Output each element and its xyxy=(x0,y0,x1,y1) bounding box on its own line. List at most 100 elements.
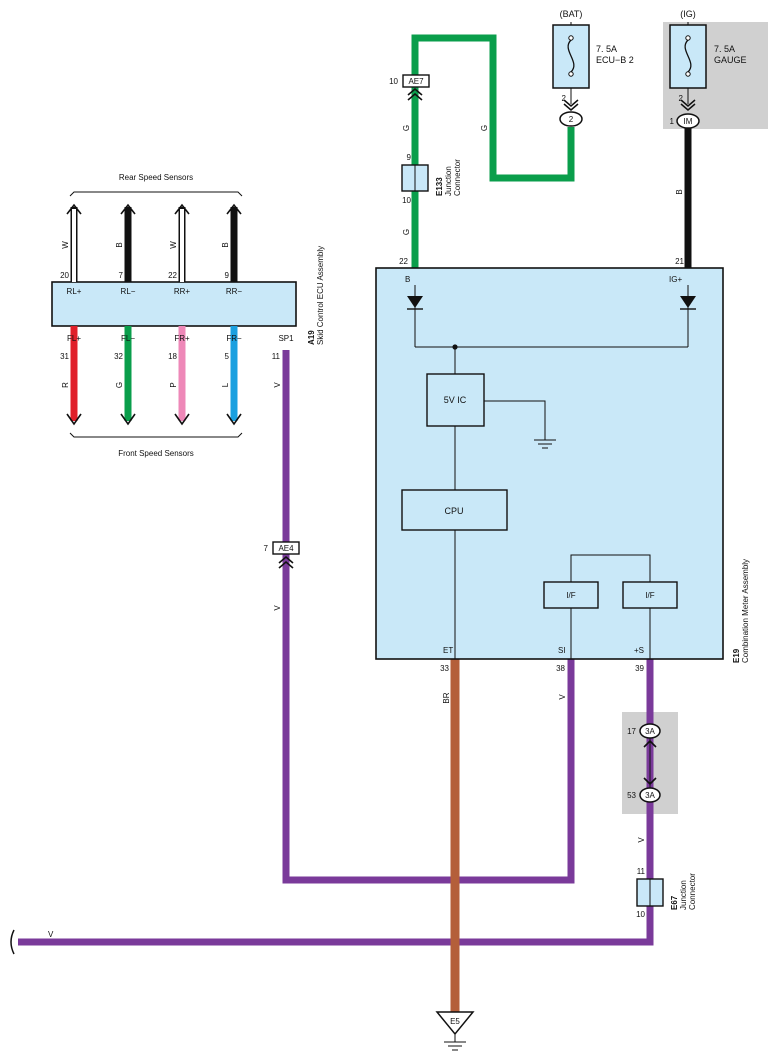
interface-si xyxy=(543,581,599,609)
5v-ic xyxy=(426,373,485,427)
e67-id: E67 xyxy=(670,895,679,910)
e133-id: E133 xyxy=(435,177,444,196)
svg-text:CPU: CPU xyxy=(444,506,463,516)
svg-text:2: 2 xyxy=(569,115,574,124)
svg-text:SP1: SP1 xyxy=(278,334,294,343)
rear-sensor-rr-plus: W 22 RR+ xyxy=(168,203,190,296)
ig-fuse-pin: 2 xyxy=(679,94,684,103)
wire-b-ig-label: B xyxy=(675,189,684,194)
front-sensor-fr-plus: FR+ 18 P xyxy=(168,326,190,426)
wire-v-sp1-lower-label: V xyxy=(273,605,282,611)
bat-chevron-icon xyxy=(563,99,579,111)
wire-br-label: BR xyxy=(442,692,451,703)
svg-text:RL−: RL− xyxy=(121,287,136,296)
e133-desc2: Connector xyxy=(453,159,462,196)
meter-et-label: ET xyxy=(443,646,453,655)
e133-pin-bottom: 10 xyxy=(402,196,411,205)
wire-purple-sp1 xyxy=(282,350,575,884)
wire-v-s-label: V xyxy=(637,837,646,843)
svg-text:18: 18 xyxy=(168,352,177,361)
svg-text:RL+: RL+ xyxy=(67,287,82,296)
svg-text:I/F: I/F xyxy=(645,591,654,600)
bat-label: (BAT) xyxy=(560,9,583,19)
svg-text:R: R xyxy=(61,382,70,388)
ae7-connector xyxy=(402,74,430,88)
svg-text:AE4: AE4 xyxy=(278,544,294,553)
svg-text:5V IC: 5V IC xyxy=(444,395,467,405)
meter-ig-label: IG+ xyxy=(669,275,682,284)
ae7-pin: 10 xyxy=(389,77,398,86)
e133-desc1: Junction xyxy=(444,166,453,196)
svg-text:9: 9 xyxy=(225,271,230,280)
meter-si-pin: 38 xyxy=(556,664,565,673)
skid-control-ecu xyxy=(51,281,297,327)
svg-text:FR+: FR+ xyxy=(174,334,190,343)
ig-connector xyxy=(676,113,700,129)
c3a-bottom-connector xyxy=(639,787,661,803)
front-speed-sensors-label: Front Speed Sensors xyxy=(118,449,194,458)
rear-speed-sensors-label: Rear Speed Sensors xyxy=(119,173,193,182)
wire-break-mark xyxy=(10,929,15,955)
svg-text:3A: 3A xyxy=(645,791,655,800)
svg-text:FL−: FL− xyxy=(121,334,135,343)
fuse-element-icon xyxy=(567,39,575,73)
meter-b-pin: 22 xyxy=(399,257,408,266)
ig-chevron-icon xyxy=(680,99,696,111)
meter-ig-pin: 21 xyxy=(675,257,684,266)
ig-conn-pin: 1 xyxy=(670,117,675,126)
ecu-sp1-terminal: SP1 11 xyxy=(272,334,294,361)
c3a-chevron-down-icon xyxy=(643,777,657,786)
svg-text:22: 22 xyxy=(168,271,177,280)
svg-text:B: B xyxy=(115,242,124,247)
ecu-id: A19 xyxy=(307,330,316,345)
svg-text:3A: 3A xyxy=(645,727,655,736)
diode-b-icon xyxy=(407,296,423,308)
svg-text:32: 32 xyxy=(114,352,123,361)
c3a-top-pin: 17 xyxy=(627,727,636,736)
meter-s-label: +S xyxy=(634,646,644,655)
svg-text:20: 20 xyxy=(60,271,69,280)
e67-desc2: Connector xyxy=(688,873,697,910)
ig-fuse-amp: 7. 5A xyxy=(714,44,735,54)
wire-g-top-label: G xyxy=(402,125,411,131)
c3a-chevron-up-icon xyxy=(643,739,657,748)
wire-v-sp1-label: V xyxy=(273,382,282,388)
ig-label: (IG) xyxy=(680,9,696,19)
svg-text:P: P xyxy=(169,382,178,387)
svg-text:11: 11 xyxy=(272,352,281,361)
e67-pin-bottom: 10 xyxy=(636,910,645,919)
e133-pin-top: 9 xyxy=(407,153,412,162)
svg-text:L: L xyxy=(221,382,230,387)
wire-v-si-label: V xyxy=(558,694,567,700)
svg-text:AE7: AE7 xyxy=(408,77,424,86)
e67-desc1: Junction xyxy=(679,880,688,910)
wire-green-bat xyxy=(411,34,575,268)
front-sensor-fl-minus: FL− 32 G xyxy=(114,326,136,426)
c3a-bottom-pin: 53 xyxy=(627,791,636,800)
meter-id: E19 xyxy=(732,648,741,663)
meter-name: Combination Meter Assembly xyxy=(741,559,750,663)
svg-text:FR−: FR− xyxy=(226,334,242,343)
bat-fuse-pin: 2 xyxy=(562,94,567,103)
e67-pin-top: 11 xyxy=(637,867,646,876)
rear-sensor-rl-minus: B 7 RL− xyxy=(115,203,136,296)
wire-purple-s xyxy=(18,659,654,946)
svg-text:I/F: I/F xyxy=(566,591,575,600)
bat-connector xyxy=(559,111,583,127)
front-sensor-fr-minus: FR− 5 L xyxy=(221,326,242,426)
svg-text:RR−: RR− xyxy=(226,287,243,296)
wire-g-bat-label: G xyxy=(480,125,489,131)
wire-v-bus-label: V xyxy=(48,930,54,939)
svg-text:IM: IM xyxy=(684,117,693,126)
ae4-pin: 7 xyxy=(264,544,269,553)
svg-text:7: 7 xyxy=(119,271,124,280)
fuse-element-icon xyxy=(684,39,692,73)
svg-text:G: G xyxy=(115,382,124,388)
ground-e5-label: E5 xyxy=(450,1017,460,1026)
ecu-name: Skid Control ECU Assembly xyxy=(316,246,325,345)
svg-text:5: 5 xyxy=(225,352,230,361)
front-sensor-fl-plus: FL+ 31 R xyxy=(60,326,82,426)
svg-text:W: W xyxy=(169,241,178,249)
rear-sensor-rl-plus: W 20 RL+ xyxy=(60,203,82,296)
meter-b-label: B xyxy=(405,275,410,284)
